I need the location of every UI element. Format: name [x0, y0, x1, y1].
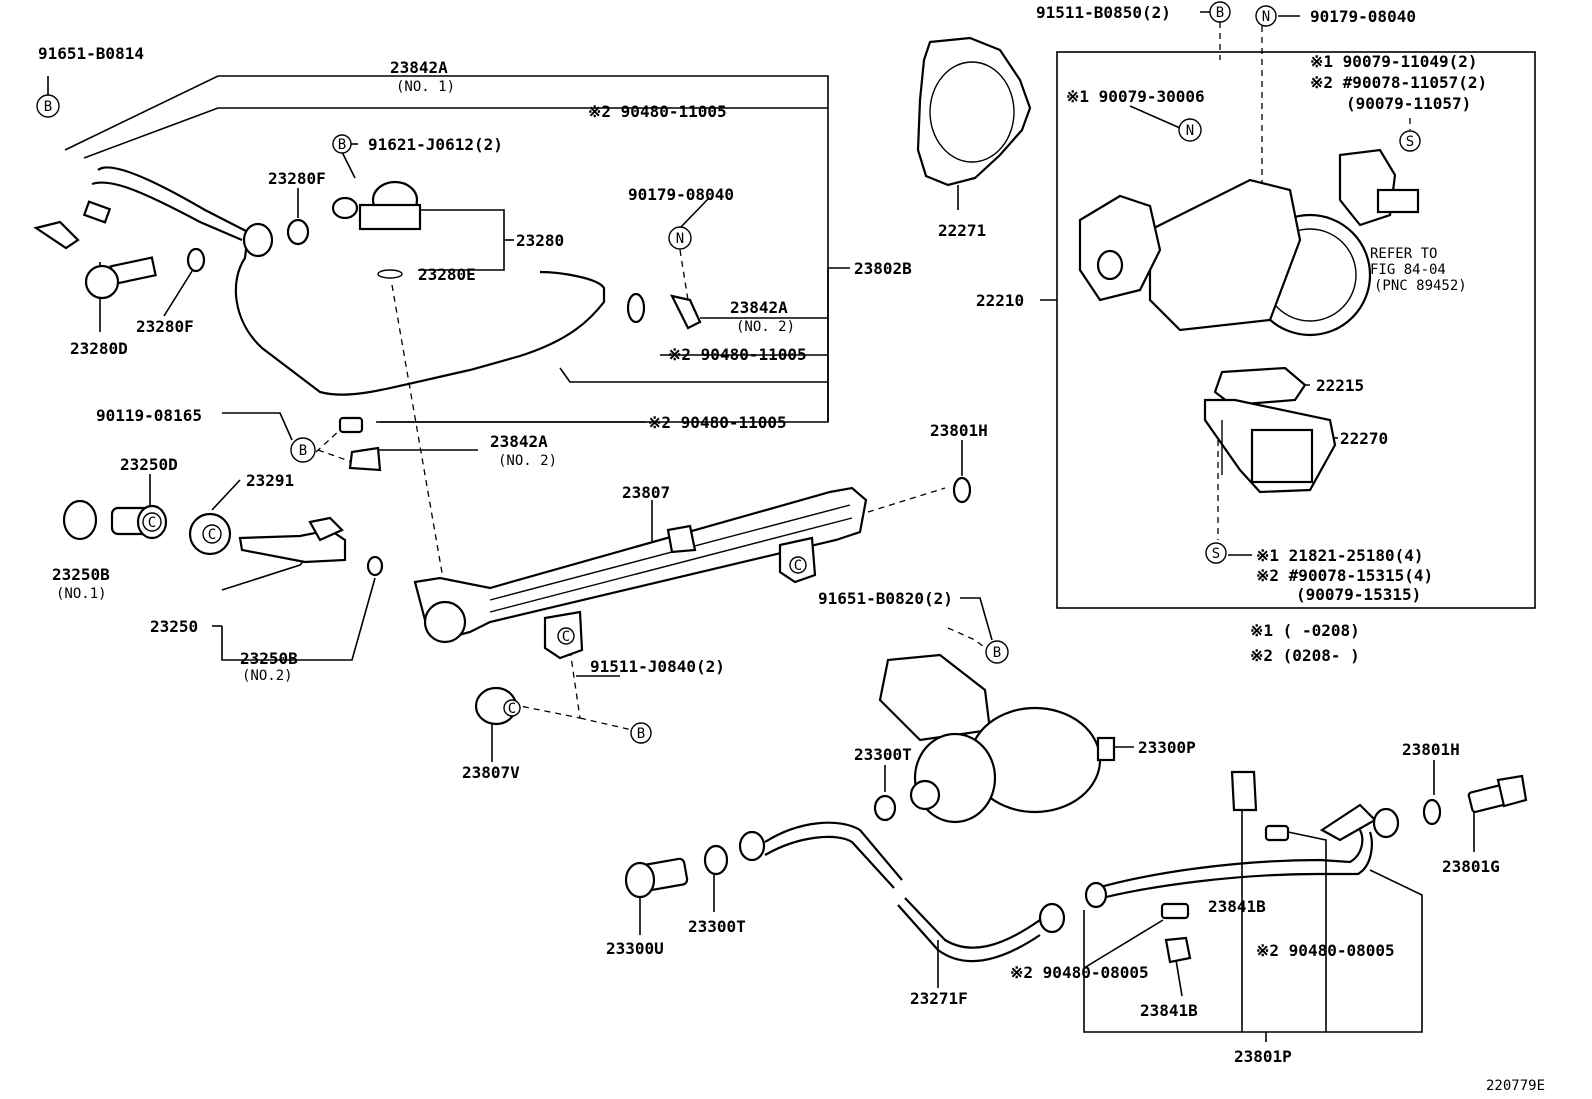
svg-text:C: C — [562, 629, 570, 645]
label-23250d: 23250D — [120, 455, 178, 474]
label-90079-30006: ※1 90079-30006 — [1066, 87, 1205, 106]
leader-lines — [47, 11, 1536, 1042]
label-23280f-b: 23280F — [136, 317, 194, 336]
label-no1b: (NO.1) — [56, 586, 107, 602]
label-23801p: 23801P — [1234, 1047, 1292, 1066]
label-21821-25180: ※1 21821-25180(4) — [1256, 546, 1424, 565]
label-23250b-1: 23250B — [52, 565, 110, 584]
label-23280e: 23280E — [418, 265, 476, 284]
svg-text:S: S — [1212, 546, 1220, 562]
label-91511-j0840: 91511-J0840(2) — [590, 657, 725, 676]
label-90079-11057: (90079-11057) — [1346, 94, 1471, 113]
svg-text:B: B — [637, 726, 645, 742]
label-23300t-b: 23300T — [688, 917, 746, 936]
part-drawings — [33, 36, 1528, 964]
label-90480-08005-b: ※2 90480-08005 — [1010, 963, 1149, 982]
marker-b-5: B — [1209, 1, 1231, 23]
svg-text:B: B — [299, 443, 307, 459]
label-90079-11049: ※1 90079-11049(2) — [1310, 52, 1478, 71]
svg-text:B: B — [1216, 5, 1224, 21]
label-91621-j0612: 91621-J0612(2) — [368, 135, 503, 154]
label-23300p: 23300P — [1138, 738, 1196, 757]
marker-n-1: N — [668, 226, 692, 250]
label-91511-b0850: 91511-B0850(2) — [1036, 3, 1171, 22]
marker-c-5: C — [503, 699, 521, 717]
marker-s-2: S — [1205, 542, 1227, 564]
label-90480-08005-a: ※2 90480-08005 — [1256, 941, 1395, 960]
svg-text:N: N — [1186, 123, 1194, 139]
marker-b-4: B — [630, 722, 652, 744]
label-22210: 22210 — [976, 291, 1024, 310]
label-90079-15315: (90079-15315) — [1296, 585, 1421, 604]
label-90480-11005-b: ※2 90480-11005 — [668, 345, 807, 364]
label-23802b: 23802B — [854, 259, 912, 278]
marker-c-2: C — [202, 524, 222, 544]
label-pnc: (PNC 89452) — [1374, 278, 1467, 294]
marker-n-2: N — [1255, 5, 1277, 27]
label-23842a-top: 23842A — [390, 58, 448, 77]
label-fig: FIG 84-04 — [1370, 262, 1446, 278]
label-90078-11057: ※2 #90078-11057(2) — [1310, 73, 1487, 92]
label-23842a-no2a: 23842A — [730, 298, 788, 317]
marker-b-2: B — [332, 134, 352, 154]
label-91651-b0820: 91651-B0820(2) — [818, 589, 953, 608]
svg-text:C: C — [508, 701, 516, 717]
svg-text:B: B — [338, 137, 346, 153]
label-23801h-b: 23801H — [1402, 740, 1460, 759]
label-23291: 23291 — [246, 471, 294, 490]
marker-c-3: C — [557, 627, 575, 645]
label-no2c: (NO.2) — [242, 668, 293, 684]
svg-text:B: B — [993, 645, 1001, 661]
label-22270: 22270 — [1340, 429, 1388, 448]
label-22271: 22271 — [938, 221, 986, 240]
label-90119-08165: 90119-08165 — [96, 406, 202, 425]
label-22215: 22215 — [1316, 376, 1364, 395]
label-23807v: 23807V — [462, 763, 520, 782]
label-refer-to: REFER TO — [1370, 246, 1437, 262]
label-90078-15315: ※2 #90078-15315(4) — [1256, 566, 1433, 585]
label-23271f: 23271F — [910, 989, 968, 1008]
label-23841b-b: 23841B — [1140, 1001, 1198, 1020]
label-no1: (NO. 1) — [396, 79, 455, 95]
part-labels: 91651-B0814 23842A (NO. 1) ※2 90480-1100… — [38, 3, 1545, 1094]
label-91651-b0814: 91651-B0814 — [38, 44, 144, 63]
svg-text:B: B — [44, 99, 52, 115]
svg-text:C: C — [148, 515, 156, 531]
label-23801h-a: 23801H — [930, 421, 988, 440]
label-90179-08040-b: 90179-08040 — [1310, 7, 1416, 26]
label-23300u: 23300U — [606, 939, 664, 958]
label-note-2: ※2 (0208- ) — [1250, 646, 1360, 665]
label-23801g: 23801G — [1442, 857, 1500, 876]
marker-b-6: B — [985, 640, 1009, 664]
label-23250b-2: 23250B — [240, 649, 298, 668]
label-23841b-a: 23841B — [1208, 897, 1266, 916]
label-23842a-no2b: 23842A — [490, 432, 548, 451]
label-90179-08040-a: 90179-08040 — [628, 185, 734, 204]
svg-text:C: C — [208, 527, 216, 543]
marker-b-3: B — [290, 437, 316, 463]
label-no2b: (NO. 2) — [498, 453, 557, 469]
marker-b-1: B — [36, 94, 60, 118]
label-no2a: (NO. 2) — [736, 319, 795, 335]
svg-text:N: N — [676, 231, 684, 247]
svg-text:S: S — [1406, 134, 1414, 150]
label-23280: 23280 — [516, 231, 564, 250]
label-23280d: 23280D — [70, 339, 128, 358]
label-23300t-a: 23300T — [854, 745, 912, 764]
marker-c-1: C — [142, 512, 162, 532]
label-23250: 23250 — [150, 617, 198, 636]
marker-s-1: S — [1399, 130, 1421, 152]
label-note-1: ※1 ( -0208) — [1250, 621, 1360, 640]
label-23807: 23807 — [622, 483, 670, 502]
label-90480-11005-c: ※2 90480-11005 — [648, 413, 787, 432]
label-90480-11005-a: ※2 90480-11005 — [588, 102, 727, 121]
svg-text:C: C — [794, 558, 802, 574]
marker-c-4: C — [789, 556, 807, 574]
svg-text:N: N — [1262, 9, 1270, 25]
label-23280f-a: 23280F — [268, 169, 326, 188]
marker-n-3: N — [1178, 118, 1202, 142]
catalog-number: 220779E — [1486, 1078, 1545, 1094]
